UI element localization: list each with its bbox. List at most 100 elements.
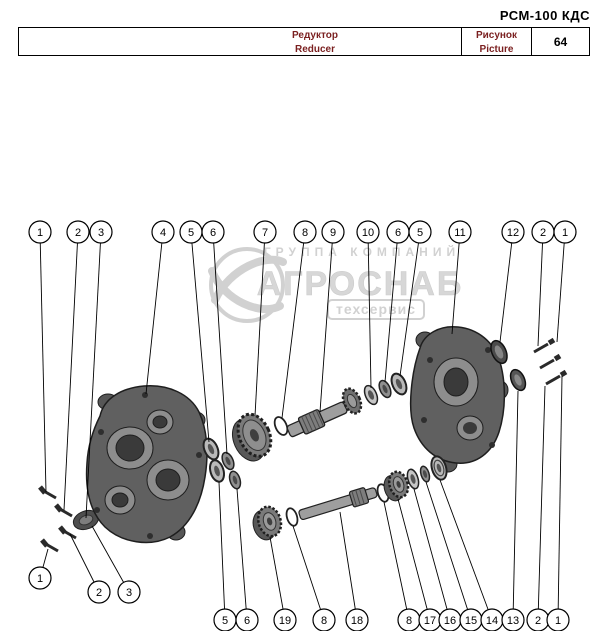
callout-bottom-8: 8 [312, 608, 336, 631]
leader-line-top-4 [145, 231, 164, 395]
callout-number: 10 [362, 227, 374, 239]
callout-balloon [501, 608, 525, 631]
leader-line-top-6 [384, 231, 399, 383]
leader-line-top-12 [499, 231, 514, 343]
callout-bottom-2: 2 [526, 608, 550, 631]
part-name-cell: Редуктор Reducer [19, 28, 461, 55]
callout-number: 6 [244, 615, 250, 627]
callout-top-1: 1 [28, 220, 52, 244]
callout-number: 3 [126, 587, 132, 599]
callout-top-5: 5 [408, 220, 432, 244]
callout-bottom-1: 1 [546, 608, 570, 631]
part-name-ru: Редуктор [291, 30, 338, 41]
callout-number: 7 [262, 227, 268, 239]
callout-balloon [321, 220, 345, 244]
callout-bottom-8: 8 [397, 608, 421, 631]
upper-bearing [202, 437, 220, 461]
callout-number: 5 [222, 615, 228, 627]
callout-bottom-18: 18 [345, 608, 369, 631]
leader-line-bottom-2 [537, 385, 546, 621]
callout-number: 9 [330, 227, 336, 239]
part-name-en: Reducer [294, 44, 335, 55]
figure-number: 64 [531, 28, 589, 55]
callout-top-7: 7 [253, 220, 277, 244]
leader-line-bottom-left-3 [91, 525, 130, 593]
callout-bottom-left-1: 1 [28, 566, 52, 590]
gear-19 [252, 505, 283, 541]
callout-number: 11 [454, 227, 465, 239]
callout-number: 13 [507, 615, 519, 627]
callout-bottom-16: 16 [438, 608, 462, 631]
callout-balloon [273, 608, 297, 631]
callout-balloon [235, 608, 259, 631]
callout-top-6: 6 [201, 220, 225, 244]
watermark-company-group: ГРУППА КОМПАНИЙ [264, 244, 460, 259]
leader-line-bottom-19 [269, 536, 286, 621]
callout-top-1: 1 [553, 220, 577, 244]
callout-number: 5 [417, 227, 423, 239]
callout-balloon [553, 220, 577, 244]
leader-line-top-8 [281, 231, 306, 419]
leader-line-top-1 [39, 231, 47, 493]
lower-bearing-left [209, 459, 225, 483]
reducer-drawing [38, 326, 568, 553]
callout-balloon [28, 566, 52, 590]
callout-number: 6 [210, 227, 216, 239]
leader-line-top-1 [556, 231, 566, 343]
callout-balloon [89, 220, 113, 244]
callout-bottom-6: 6 [235, 608, 259, 631]
callout-number: 1 [562, 227, 568, 239]
lower-shaft-18 [298, 487, 378, 521]
callout-number: 15 [465, 615, 477, 627]
callout-top-8: 8 [293, 220, 317, 244]
gear-large-upper [231, 412, 273, 462]
callout-number: 19 [279, 615, 291, 627]
callout-number: 1 [37, 573, 43, 585]
callout-number: 8 [302, 227, 308, 239]
callout-bottom-15: 15 [459, 608, 483, 631]
leader-line-bottom-6 [236, 488, 248, 621]
callout-number: 8 [321, 615, 327, 627]
callout-balloon [312, 608, 336, 631]
leader-line-top-2 [537, 231, 544, 347]
leader-line-top-5 [190, 231, 210, 443]
callout-top-11: 11 [448, 220, 472, 244]
callout-number: 17 [424, 615, 436, 627]
lower-ring-left [228, 470, 242, 490]
left-fasteners [38, 485, 103, 553]
callout-balloon [408, 220, 432, 244]
callout-number: 6 [395, 227, 401, 239]
callout-number: 3 [98, 227, 104, 239]
callout-balloon [356, 220, 380, 244]
callout-number: 1 [37, 227, 43, 239]
callout-number: 18 [351, 615, 363, 627]
callout-top-9: 9 [321, 220, 345, 244]
leader-line-top-7 [254, 231, 266, 417]
callout-balloon [546, 608, 570, 631]
input-shaft [286, 401, 348, 438]
callout-bottom-5: 5 [213, 608, 237, 631]
leader-line-bottom-8 [383, 501, 410, 621]
housing-left [85, 385, 208, 544]
snap-ring-lower [285, 507, 299, 527]
callout-balloon [66, 220, 90, 244]
callout-number: 5 [188, 227, 194, 239]
callout-top-2: 2 [66, 220, 90, 244]
callout-bottom-13: 13 [501, 608, 525, 631]
callout-balloon [151, 220, 175, 244]
callout-number: 2 [535, 615, 541, 627]
gear-17 [383, 470, 410, 502]
callout-number: 16 [444, 615, 456, 627]
callout-number: 2 [96, 587, 102, 599]
leader-line-bottom-18 [339, 511, 358, 621]
leader-line-top-10 [367, 231, 372, 389]
callout-top-10: 10 [356, 220, 380, 244]
upper-washer [363, 384, 379, 406]
leader-line-top-2 [63, 231, 79, 511]
callout-number: 14 [486, 615, 498, 627]
right-fasteners [533, 337, 568, 386]
callout-number: 8 [406, 615, 412, 627]
leader-line-bottom-15 [425, 481, 472, 621]
callout-balloon [253, 220, 277, 244]
